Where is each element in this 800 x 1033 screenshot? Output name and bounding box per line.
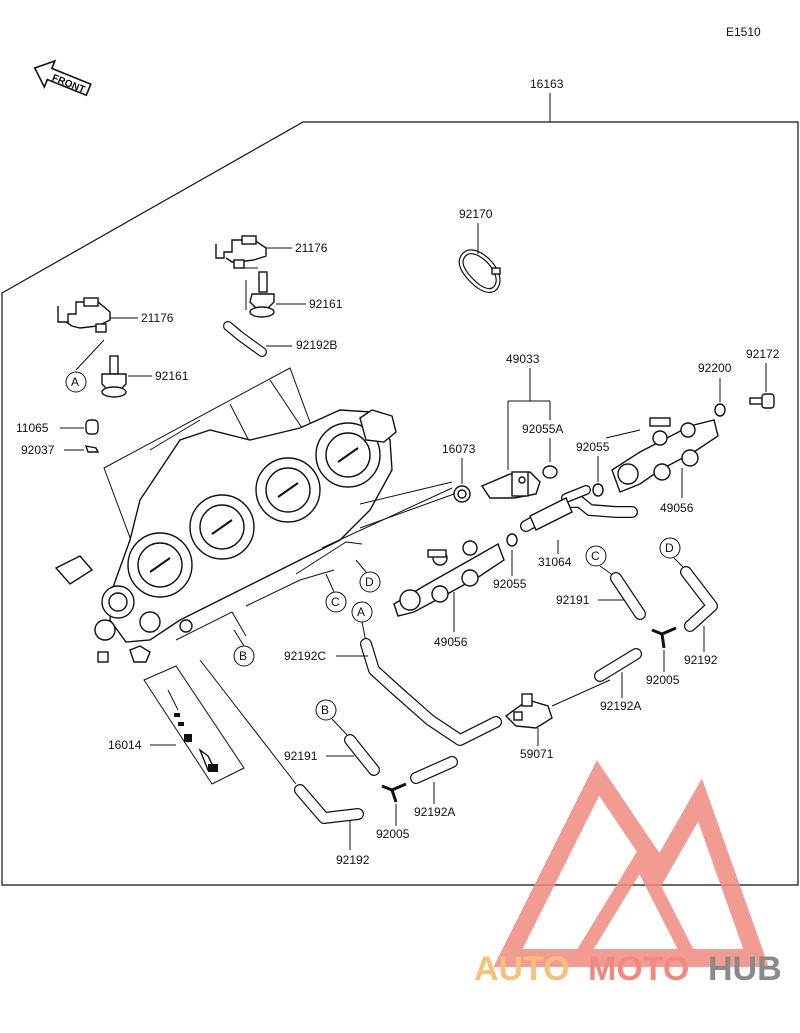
- callout-c-upper-text: C: [331, 595, 340, 609]
- bolt-92172: [749, 393, 775, 409]
- callout-a-lower-text: A: [357, 605, 365, 619]
- label-92200: 92200: [698, 361, 732, 375]
- label-92192a-left: 92192A: [414, 805, 455, 819]
- hose-92192-d: [680, 566, 718, 632]
- callout-b-lower: [315, 699, 337, 721]
- seal-92055a: [542, 465, 558, 479]
- callout-a-upper-text: A: [71, 375, 79, 389]
- label-16014: 16014: [108, 738, 142, 752]
- leader-c-upper: [325, 573, 335, 593]
- label-92191-b: 92191: [284, 749, 318, 763]
- label-92192-d: 92192: [684, 653, 718, 667]
- cap-11065: [85, 419, 99, 435]
- seal-92055-right: [592, 483, 604, 497]
- label-49056-right: 49056: [660, 501, 694, 515]
- label-59071: 59071: [520, 747, 554, 761]
- label-92192c: 92192C: [284, 649, 326, 663]
- fuel-pipe-31064: [520, 485, 638, 532]
- leader-92192-lower-a: [199, 659, 297, 785]
- watermark-auto: AUTO: [474, 950, 570, 988]
- callout-c-lower-text: C: [591, 549, 600, 563]
- callout-a-upper: [65, 371, 87, 393]
- label-92161-upper: 92161: [309, 297, 343, 311]
- label-92172: 92172: [746, 347, 780, 361]
- label-11065: 11065: [16, 421, 49, 435]
- leader-separator-a: [551, 679, 611, 707]
- leader-rail-r: [605, 429, 641, 439]
- label-21176-upper: 21176: [295, 241, 328, 255]
- separator-59071: [504, 693, 553, 729]
- throttle-sensor-upper: [215, 235, 267, 269]
- watermark-logo: [493, 760, 769, 967]
- label-92161-lower: 92161: [155, 369, 189, 383]
- label-16073: 16073: [442, 442, 476, 456]
- leader-49033: [507, 400, 551, 470]
- kit-16014-frame: [143, 665, 245, 785]
- oring-fitting-lower: [101, 355, 127, 398]
- fuel-injector: [480, 471, 541, 499]
- hose-92191-b: [344, 734, 380, 776]
- label-92037: 92037: [21, 443, 55, 457]
- label-31064: 31064: [538, 555, 572, 569]
- watermark-hub: HUB: [708, 950, 782, 988]
- diagram-code: E1510: [726, 25, 761, 39]
- watermark-moto: MOTO: [588, 950, 689, 988]
- joint-92005-right: [651, 626, 677, 649]
- label-21176-lower: 21176: [141, 311, 174, 325]
- joint-92005-left: [381, 782, 407, 803]
- label-92192-lower: 92192: [336, 853, 370, 867]
- hose-92192-lower: [294, 784, 364, 824]
- hose-92191-c: [610, 572, 646, 620]
- front-arrow-icon: FRONT: [33, 59, 92, 97]
- hose-92192a-right: [594, 648, 642, 682]
- label-92192b: 92192B: [296, 338, 337, 352]
- label-92055-right: 92055: [576, 440, 610, 454]
- leader-d-lower: [673, 557, 685, 569]
- leader-d-upper: [355, 559, 367, 573]
- label-92170: 92170: [459, 207, 493, 221]
- callout-d-upper-text: D: [365, 575, 374, 589]
- callout-c-lower: [585, 545, 607, 567]
- hose-92192a-left: [410, 756, 458, 784]
- callout-d-lower-text: D: [665, 541, 674, 555]
- callout-b-upper: [233, 645, 255, 667]
- band-clamp: [458, 249, 501, 293]
- clip-92037: [84, 445, 100, 453]
- leader-a-upper: [75, 339, 105, 371]
- leader-grommet-c: [359, 493, 455, 529]
- label-92055-left: 92055: [493, 577, 527, 591]
- label-49033: 49033: [506, 352, 540, 366]
- hose-92192c: [360, 638, 502, 746]
- label-49056-left: 49056: [434, 635, 468, 649]
- callout-b-lower-text: B: [321, 703, 329, 717]
- oring-fitting-upper: [249, 271, 275, 318]
- label-16163: 16163: [530, 77, 564, 91]
- callout-b-upper-text: B: [239, 649, 247, 663]
- label-92192a-right: 92192A: [600, 699, 641, 713]
- throttle-sensor-lower: [57, 297, 111, 333]
- washer-92200: [714, 403, 726, 417]
- callout-c-upper: [325, 591, 347, 613]
- fuel-rail-left: [393, 540, 505, 617]
- seal-92055-left: [506, 533, 518, 547]
- callout-d-lower: [659, 537, 681, 559]
- kit-16014-parts: [167, 689, 218, 772]
- label-92191-c: 92191: [556, 593, 590, 607]
- leader-b-upper: [233, 629, 245, 647]
- fuel-rail-right: [611, 417, 719, 493]
- throttle-body-assembly: [54, 367, 397, 663]
- assembly-frame: [1, 121, 799, 886]
- label-92055a: 92055A: [522, 422, 563, 436]
- label-92005-right: 92005: [646, 673, 680, 687]
- label-92005-left: 92005: [376, 827, 410, 841]
- leader-grommet-a: [359, 481, 453, 505]
- callout-d-upper: [359, 571, 381, 593]
